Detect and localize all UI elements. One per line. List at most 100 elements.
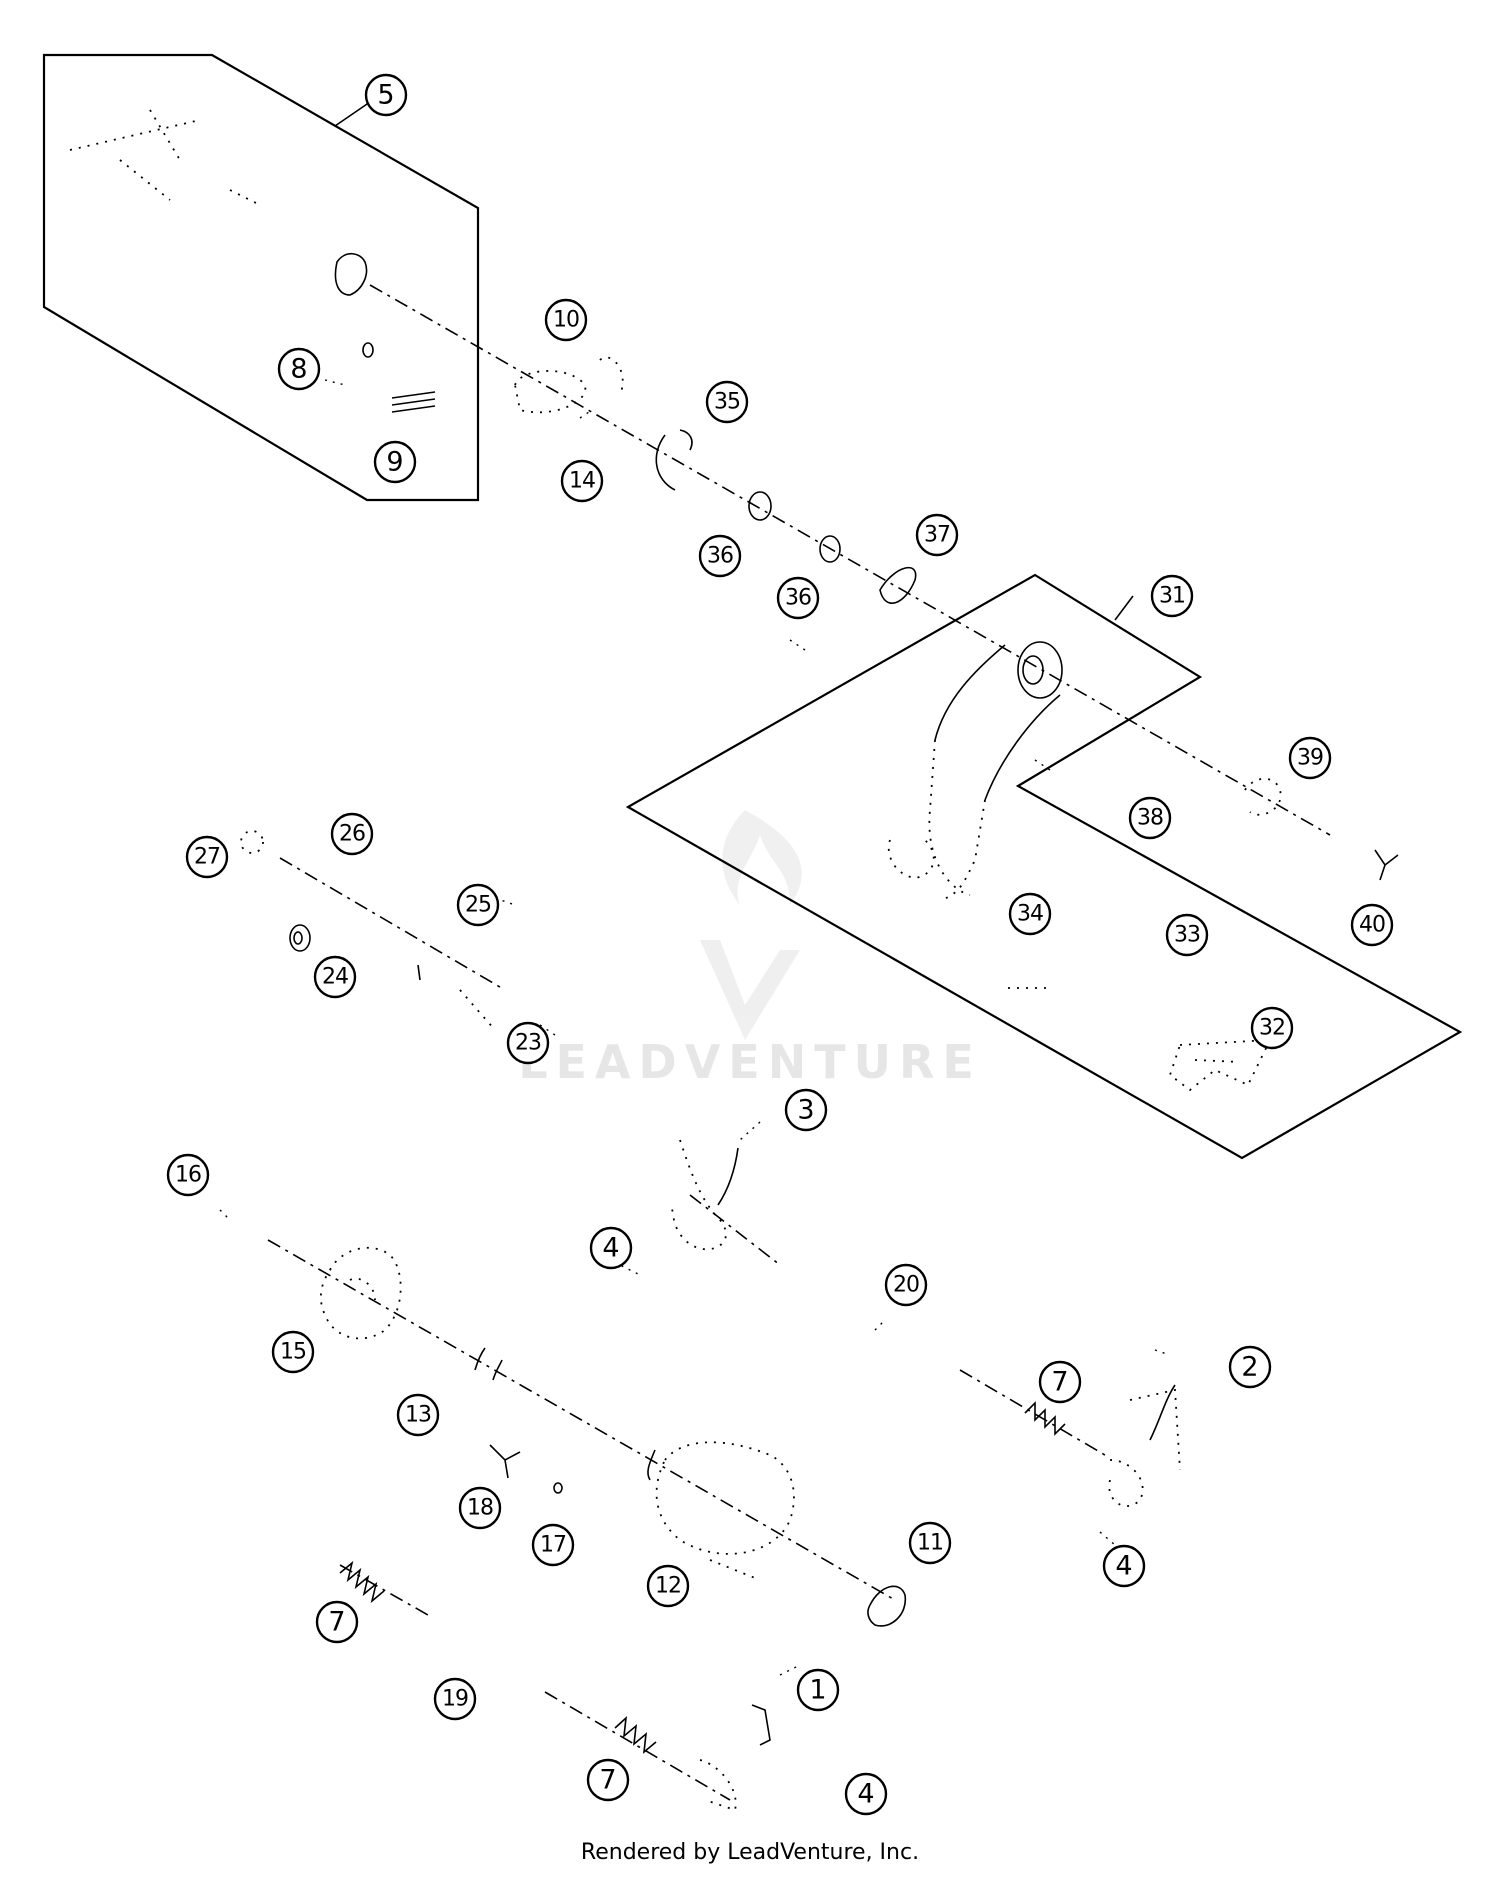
callout-14[interactable]: 14 — [560, 459, 604, 503]
shift-pedal-31 — [887, 641, 1063, 901]
callout-15[interactable]: 15 — [271, 1330, 315, 1374]
bearing-10 — [514, 356, 624, 414]
washer-36a — [748, 491, 772, 521]
oring-11 — [867, 1585, 906, 1627]
callout-5[interactable]: 5 — [364, 73, 408, 117]
callout-8[interactable]: 8 — [277, 347, 321, 391]
svg-text:4: 4 — [602, 1233, 619, 1264]
callout-7-c[interactable]: 7 — [586, 1758, 630, 1802]
svg-text:36: 36 — [707, 544, 733, 569]
spring-7-bottom — [614, 1715, 657, 1754]
callout-27[interactable]: 27 — [185, 835, 229, 879]
bushing-39 — [1244, 777, 1282, 816]
svg-text:31: 31 — [1159, 584, 1185, 609]
leader-31 — [1114, 595, 1134, 621]
spring-7-left — [339, 1560, 385, 1604]
callout-4-b[interactable]: 4 — [1102, 1544, 1146, 1588]
svg-text:12: 12 — [655, 1574, 681, 1599]
callout-40[interactable]: 40 — [1350, 903, 1394, 947]
callout-23[interactable]: 23 — [506, 1021, 550, 1065]
axis-pedal — [689, 1194, 781, 1266]
callout-36-b[interactable]: 36 — [776, 576, 820, 620]
drum-12 — [647, 1441, 795, 1581]
callout-31[interactable]: 31 — [1150, 574, 1194, 618]
parts-32-33-34 — [1008, 987, 1272, 1092]
svg-text:39: 39 — [1297, 746, 1323, 771]
callout-18[interactable]: 18 — [458, 1486, 502, 1530]
svg-text:15: 15 — [280, 1340, 306, 1365]
svg-text:36: 36 — [785, 586, 811, 611]
callout-9[interactable]: 9 — [373, 440, 417, 484]
svg-text:20: 20 — [893, 1273, 919, 1298]
leader-misc — [219, 379, 1171, 1676]
assembly-outline-31 — [625, 573, 1463, 1160]
callout-3[interactable]: 3 — [784, 1088, 828, 1132]
svg-text:13: 13 — [405, 1403, 431, 1428]
callout-32[interactable]: 32 — [1250, 1006, 1294, 1050]
svg-text:38: 38 — [1137, 806, 1163, 831]
svg-text:40: 40 — [1359, 913, 1385, 938]
callout-11[interactable]: 11 — [908, 1521, 952, 1565]
callout-7-a[interactable]: 7 — [1038, 1360, 1082, 1404]
svg-text:37: 37 — [924, 523, 950, 548]
shaft-parts-23-27 — [240, 830, 496, 1031]
callout-7-b[interactable]: 7 — [315, 1600, 359, 1644]
svg-text:34: 34 — [1017, 902, 1043, 927]
callout-25[interactable]: 25 — [456, 883, 500, 927]
callout-2[interactable]: 2 — [1228, 1345, 1272, 1389]
callout-33[interactable]: 33 — [1165, 913, 1209, 957]
svg-text:17: 17 — [540, 1533, 566, 1558]
callout-35[interactable]: 35 — [705, 380, 749, 424]
svg-text:24: 24 — [322, 965, 348, 990]
svg-text:27: 27 — [194, 845, 220, 870]
callout-38[interactable]: 38 — [1128, 796, 1172, 840]
svg-text:3: 3 — [797, 1095, 814, 1126]
callout-36-a[interactable]: 36 — [698, 534, 742, 578]
callout-24[interactable]: 24 — [313, 955, 357, 999]
leadventure-watermark-logo — [700, 810, 802, 1040]
washer-35 — [655, 429, 693, 491]
callout-4-a[interactable]: 4 — [589, 1226, 633, 1270]
svg-text:7: 7 — [1051, 1367, 1068, 1398]
shift-fork-3 — [669, 1139, 739, 1251]
callout-37[interactable]: 37 — [915, 513, 959, 557]
svg-text:1: 1 — [809, 1675, 826, 1706]
bolt-40 — [1374, 849, 1399, 881]
axis-shaft-lower — [267, 1239, 896, 1601]
svg-text:2: 2 — [1241, 1352, 1258, 1383]
assembly-outline-5 — [42, 53, 480, 502]
svg-text:8: 8 — [290, 354, 307, 385]
svg-text:19: 19 — [442, 1687, 468, 1712]
svg-text:10: 10 — [553, 308, 579, 333]
callout-17[interactable]: 17 — [531, 1523, 575, 1567]
svg-text:11: 11 — [917, 1531, 943, 1556]
callout-1[interactable]: 1 — [796, 1668, 840, 1712]
oring-37 — [879, 566, 917, 604]
svg-text:33: 33 — [1174, 923, 1200, 948]
axis-shaft-bottom — [544, 1691, 731, 1801]
callout-20[interactable]: 20 — [884, 1263, 928, 1307]
callout-26[interactable]: 26 — [330, 812, 374, 856]
washer-36b — [819, 535, 841, 563]
svg-text:32: 32 — [1259, 1016, 1285, 1041]
svg-text:7: 7 — [328, 1607, 345, 1638]
callout-10[interactable]: 10 — [544, 298, 588, 342]
footer-credit: Rendered by LeadVenture, Inc. — [580, 1840, 920, 1865]
pin-17-18 — [489, 1444, 563, 1494]
svg-text:9: 9 — [386, 447, 403, 478]
callout-34[interactable]: 34 — [1008, 892, 1052, 936]
svg-text:4: 4 — [857, 1779, 874, 1810]
svg-text:5: 5 — [377, 80, 394, 111]
svg-text:14: 14 — [569, 469, 595, 494]
callout-39[interactable]: 39 — [1288, 736, 1332, 780]
svg-text:26: 26 — [339, 822, 365, 847]
callout-12[interactable]: 12 — [646, 1564, 690, 1608]
callout-16[interactable]: 16 — [166, 1153, 210, 1197]
svg-text:25: 25 — [465, 893, 491, 918]
callout-13[interactable]: 13 — [396, 1393, 440, 1437]
callout-19[interactable]: 19 — [433, 1677, 477, 1721]
callout-4-c[interactable]: 4 — [844, 1772, 888, 1816]
svg-text:23: 23 — [515, 1031, 541, 1056]
svg-text:18: 18 — [467, 1496, 493, 1521]
